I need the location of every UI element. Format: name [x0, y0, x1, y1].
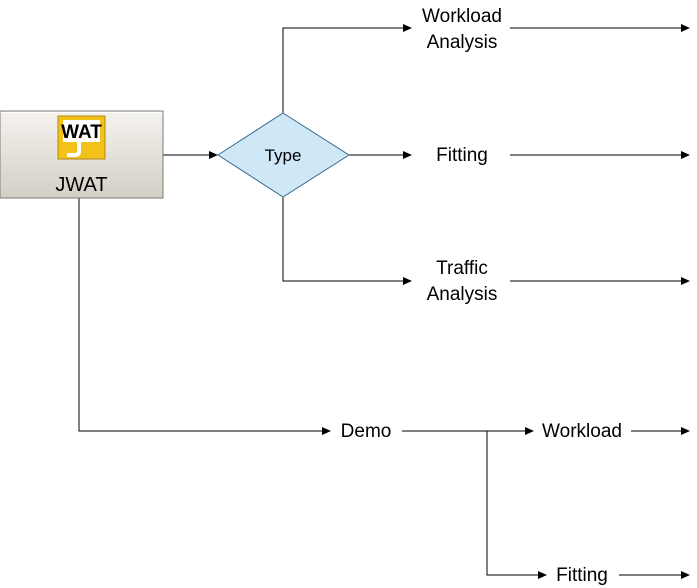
arrowhead-demo-workload-out [681, 427, 690, 435]
edge-type-to-workload-analysis [282, 27, 405, 113]
workload-analysis-label-line1: Workload [422, 6, 502, 27]
arrowhead-demo-fitting-out [681, 571, 690, 579]
workload-analysis-label-line2: Analysis [427, 32, 498, 53]
jwat-node[interactable]: WAT JWAT [0, 110, 164, 199]
traffic-analysis-label-line2: Analysis [427, 284, 498, 305]
demo-label: Demo [341, 421, 392, 442]
arrowhead-traffic-analysis-out [681, 277, 690, 285]
arrowhead-type-to-traffic-analysis [403, 277, 412, 285]
arrowhead-jwat-to-demo [322, 427, 331, 435]
arrowhead-workload-analysis-out [681, 24, 690, 32]
arrowhead-type-to-fitting [403, 151, 412, 159]
demo-fitting-label: Fitting [556, 565, 608, 586]
type-diamond [217, 112, 350, 198]
type-decision-node: Type [217, 112, 350, 198]
arrowhead-type-to-workload-analysis [403, 24, 412, 32]
edge-demo-to-fitting [486, 431, 540, 576]
arrowhead-demo-to-workload [525, 427, 534, 435]
demo-workload-label: Workload [542, 421, 622, 442]
jwat-logo-text: WAT [61, 122, 102, 143]
jwat-logo-icon: WAT [57, 115, 106, 160]
arrowhead-demo-to-fitting [538, 571, 547, 579]
arrowhead-jwat-to-type [209, 151, 218, 159]
jwat-button-highlight [1, 112, 162, 113]
arrowhead-fitting-out [681, 151, 690, 159]
traffic-analysis-label-line1: Traffic [436, 258, 488, 279]
jwat-label: JWAT [55, 174, 107, 196]
type-label: Type [265, 146, 302, 165]
fitting-label: Fitting [436, 145, 488, 166]
edge-type-to-traffic-analysis [282, 197, 405, 282]
edge-jwat-to-demo [78, 198, 324, 432]
